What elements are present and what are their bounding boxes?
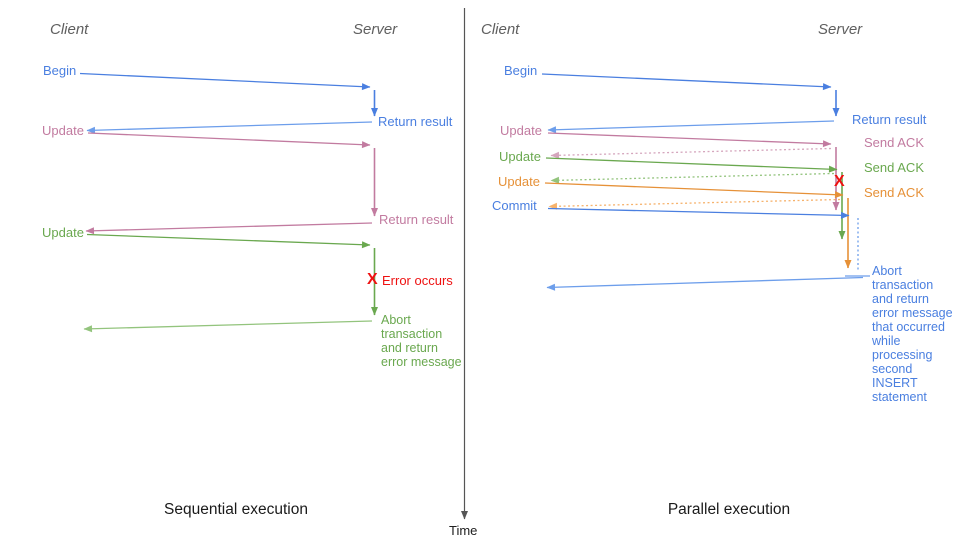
par-update-label-3: Update	[498, 174, 540, 189]
par-return-result-label: Return result	[852, 112, 927, 127]
par-error-x-icon: X	[834, 173, 845, 190]
seq-server-header: Server	[353, 21, 398, 38]
par-send-ack-label-3: Send ACK	[864, 185, 924, 200]
par-update1-request-arrow	[547, 132, 832, 148]
time-axis-label: Time	[449, 523, 478, 538]
par-client-header: Client	[481, 21, 520, 38]
par-title: Parallel execution	[667, 501, 791, 518]
par-send-ack-label-2: Send ACK	[864, 160, 924, 175]
par-commit-request-arrow	[547, 207, 850, 219]
seq-abort-return-arrow	[83, 320, 373, 333]
par-begin-label: Begin	[504, 63, 538, 78]
par-server-header: Server	[818, 21, 863, 38]
seq-return-result-label-2: Return result	[379, 212, 454, 227]
seq-error-label: Error occurs	[382, 273, 453, 288]
seq-return-result-arrow-1	[86, 121, 373, 134]
par-send-ack1-arrow	[550, 147, 832, 159]
par-send-ack2-arrow	[550, 172, 835, 184]
seq-return-result-arrow-2	[85, 222, 373, 235]
par-send-ack-label-1: Send ACK	[864, 135, 924, 150]
par-update2-request-arrow	[545, 157, 838, 173]
seq-return-result-label-1: Return result	[378, 114, 453, 129]
seq-update2-request-arrow	[86, 233, 371, 249]
seq-update1-request-arrow	[87, 132, 371, 149]
seq-error-x-icon: X	[367, 271, 378, 288]
par-update3-request-arrow	[544, 182, 844, 199]
seq-abort-label: Abort transaction and return error messa…	[381, 313, 462, 369]
seq-client-header: Client	[50, 21, 89, 38]
par-commit-label: Commit	[492, 198, 537, 213]
par-return-result-arrow	[547, 120, 835, 134]
seq-begin-request-arrow	[79, 72, 371, 91]
par-abort-return-arrow	[546, 276, 864, 291]
seq-begin-label: Begin	[43, 63, 77, 78]
par-send-ack3-arrow	[548, 198, 841, 210]
seq-update-label-1: Update	[42, 123, 84, 138]
seq-title: Sequential execution	[164, 501, 308, 518]
seq-update-label-2: Update	[42, 225, 84, 240]
par-begin-request-arrow	[541, 73, 832, 91]
par-update-label-1: Update	[500, 123, 542, 138]
par-abort-label: Abort transaction and return error messa…	[872, 264, 953, 404]
par-update-label-2: Update	[499, 149, 541, 164]
